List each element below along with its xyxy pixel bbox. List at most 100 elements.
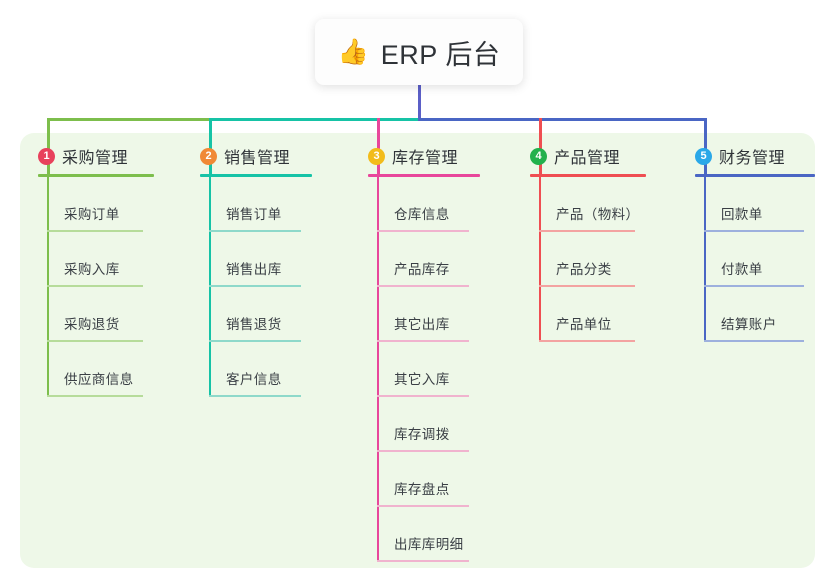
leaf-label: 采购入库 (64, 262, 120, 277)
branch-header-2[interactable]: 2 销售管理 (200, 144, 312, 168)
leaf-underline (539, 285, 635, 287)
leaf-item[interactable]: 销售订单 (200, 177, 312, 232)
leaf-underline (377, 395, 469, 397)
leaf-item[interactable]: 产品分类 (530, 232, 646, 287)
leaf-label: 结算账户 (721, 317, 777, 332)
leaf-underline (377, 560, 469, 562)
leaf-label: 其它出库 (394, 317, 450, 332)
leaf-item[interactable]: 产品单位 (530, 287, 646, 342)
leaf-underline (47, 340, 143, 342)
bus-segment-2 (209, 118, 421, 121)
branch-header-underline (368, 174, 480, 177)
branch-header-1[interactable]: 1 采购管理 (38, 144, 154, 168)
branch-title: 产品管理 (554, 150, 621, 167)
leaf-item[interactable]: 其它出库 (368, 287, 480, 342)
leaf-underline (209, 285, 301, 287)
leaf-item[interactable]: 回款单 (695, 177, 815, 232)
leaf-label: 仓库信息 (394, 207, 450, 222)
leaf-item[interactable]: 销售退货 (200, 287, 312, 342)
leaf-underline (539, 340, 635, 342)
leaf-underline (209, 340, 301, 342)
leaf-label: 付款单 (721, 262, 763, 277)
leaf-item[interactable]: 仓库信息 (368, 177, 480, 232)
leaf-item[interactable]: 出库库明细 (368, 507, 480, 562)
branch-spine (377, 177, 379, 562)
branch-number-badge: 1 (38, 147, 55, 165)
leaf-item[interactable]: 其它入库 (368, 342, 480, 397)
branch-column-1: 1 采购管理采购订单采购入库采购退货供应商信息 (38, 144, 154, 397)
leaf-item[interactable]: 供应商信息 (38, 342, 154, 397)
leaf-item[interactable]: 产品（物料） (530, 177, 646, 232)
leaf-item[interactable]: 付款单 (695, 232, 815, 287)
leaf-item[interactable]: 采购订单 (38, 177, 154, 232)
leaf-label: 回款单 (721, 207, 763, 222)
leaf-item[interactable]: 库存盘点 (368, 452, 480, 507)
branch-title: 销售管理 (224, 150, 291, 167)
leaf-label: 采购退货 (64, 317, 120, 332)
branch-number-badge: 3 (368, 147, 385, 165)
leaf-item[interactable]: 采购入库 (38, 232, 154, 287)
branch-column-4: 4 产品管理产品（物料） 产品分类产品单位 (530, 144, 646, 342)
leaf-label: 库存调拨 (394, 427, 450, 442)
leaf-label: 采购订单 (64, 207, 120, 222)
leaf-underline (209, 395, 301, 397)
leaf-underline (377, 505, 469, 507)
branch-column-2: 2 销售管理销售订单销售出库销售退货客户信息 (200, 144, 312, 397)
branch-title: 库存管理 (392, 150, 459, 167)
root-node[interactable]: 👍 ERP 后台 (315, 19, 523, 85)
branch-header-underline (38, 174, 154, 177)
branch-children: 产品（物料） 产品分类产品单位 (530, 177, 646, 342)
leaf-label: 产品单位 (556, 317, 612, 332)
leaf-underline (539, 230, 635, 232)
leaf-underline (704, 340, 804, 342)
root-trunk-line (417, 85, 421, 121)
branch-spine (209, 177, 211, 397)
leaf-label: 产品（物料） (556, 207, 640, 222)
root-node-title: ERP 后台 (380, 39, 501, 70)
leaf-label: 销售出库 (226, 262, 282, 277)
leaf-item[interactable]: 产品库存 (368, 232, 480, 287)
bus-segment-3 (417, 118, 707, 121)
branch-spine (704, 177, 706, 342)
leaf-underline (377, 450, 469, 452)
leaf-item[interactable]: 库存调拨 (368, 397, 480, 452)
branches-panel (20, 133, 815, 568)
branch-number-badge: 2 (200, 147, 217, 165)
branch-children: 采购订单采购入库采购退货供应商信息 (38, 177, 154, 397)
leaf-label: 客户信息 (226, 372, 282, 387)
leaf-underline (209, 230, 301, 232)
leaf-underline (377, 340, 469, 342)
leaf-label: 供应商信息 (64, 372, 134, 387)
thumbs-up-icon: 👍 (337, 37, 369, 66)
leaf-underline (377, 230, 469, 232)
branch-header-underline (530, 174, 646, 177)
leaf-underline (704, 285, 804, 287)
leaf-item[interactable]: 销售出库 (200, 232, 312, 287)
leaf-label: 销售订单 (226, 207, 282, 222)
branch-title: 采购管理 (62, 150, 129, 167)
branch-header-3[interactable]: 3 库存管理 (368, 144, 480, 168)
branch-header-4[interactable]: 4 产品管理 (530, 144, 646, 168)
branch-spine (47, 177, 49, 397)
branch-children: 仓库信息产品库存其它出库其它入库库存调拨库存盘点出库库明细 (368, 177, 480, 562)
leaf-underline (47, 285, 143, 287)
leaf-label: 其它入库 (394, 372, 450, 387)
bus-segment-1 (47, 118, 211, 121)
leaf-label: 出库库明细 (394, 537, 464, 552)
branch-spine (539, 177, 541, 342)
branch-title: 财务管理 (719, 150, 786, 167)
branch-number-badge: 5 (695, 147, 712, 165)
leaf-underline (47, 230, 143, 232)
branch-children: 回款单付款单结算账户 (695, 177, 815, 342)
leaf-item[interactable]: 采购退货 (38, 287, 154, 342)
leaf-label: 产品库存 (394, 262, 450, 277)
branch-children: 销售订单销售出库销售退货客户信息 (200, 177, 312, 397)
leaf-label: 销售退货 (226, 317, 282, 332)
branch-header-underline (695, 174, 815, 177)
leaf-underline (377, 285, 469, 287)
branch-header-5[interactable]: 5 财务管理 (695, 144, 815, 168)
branch-number-badge: 4 (530, 147, 547, 165)
leaf-item[interactable]: 客户信息 (200, 342, 312, 397)
leaf-item[interactable]: 结算账户 (695, 287, 815, 342)
